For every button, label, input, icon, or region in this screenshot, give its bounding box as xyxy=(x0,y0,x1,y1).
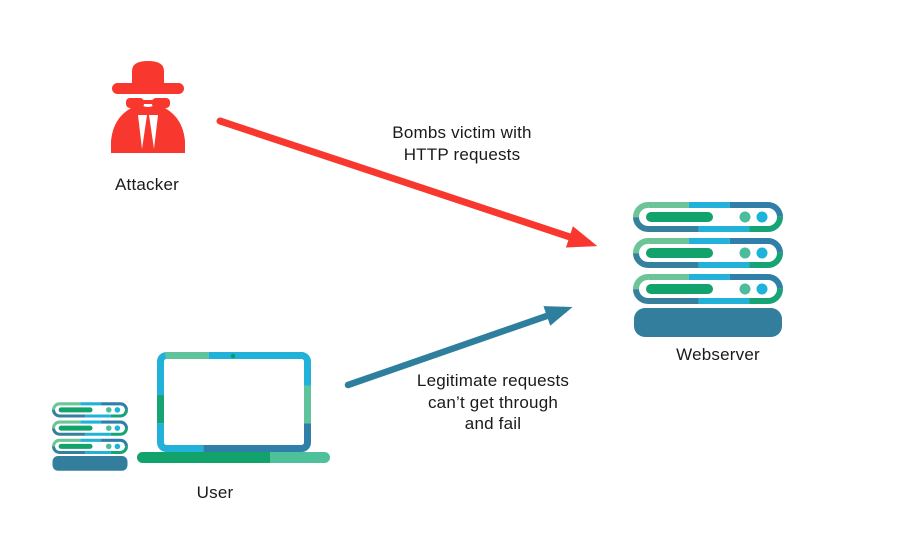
attack-flow-label: Bombs victim with HTTP requests xyxy=(392,123,532,164)
laptop-icon xyxy=(134,350,334,465)
legitimate-flow-label: Legitimate requests can’t get through an… xyxy=(416,371,570,433)
attacker-label: Attacker xyxy=(115,175,179,194)
user-server-stack-icon xyxy=(52,402,128,471)
user-label: User xyxy=(196,483,234,502)
webserver-server-stack-icon xyxy=(633,202,783,337)
spy-icon xyxy=(103,58,193,153)
server-slab xyxy=(633,202,783,304)
laptop-base xyxy=(137,452,330,463)
webcam-dot xyxy=(230,353,236,359)
server-base xyxy=(634,308,782,337)
webserver-label: Webserver xyxy=(676,345,760,364)
